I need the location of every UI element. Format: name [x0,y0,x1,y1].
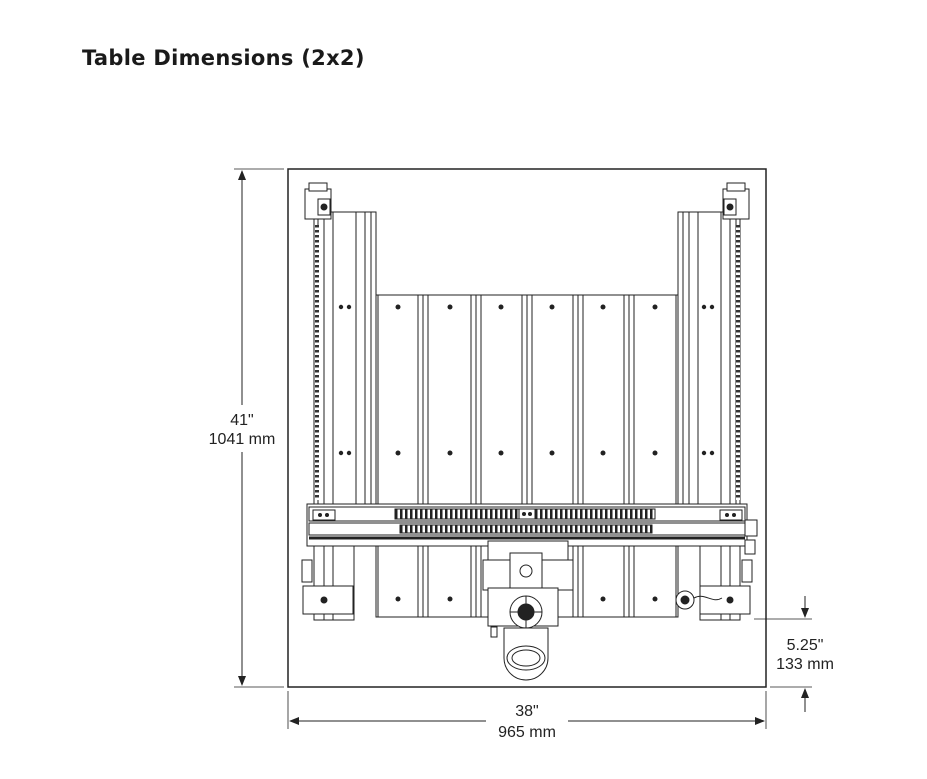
x-motor-bracket [675,539,756,610]
height-imperial-label: 41" [230,412,253,429]
gantry-holes [318,512,736,517]
x-gantry [306,503,758,547]
spindle-carriage [482,540,574,681]
overhang-dimension [754,596,812,712]
width-dimension [287,691,767,729]
overhang-imperial-label: 5.25" [787,637,824,654]
rail-mount-holes [338,304,715,456]
bed-screw-holes [395,304,658,602]
height-dimension [234,168,284,688]
right-idler-block [699,182,753,615]
overhang-metric-label: 133 mm [776,656,834,673]
width-metric-label: 965 mm [498,724,556,741]
height-metric-label: 1041 mm [209,431,276,448]
width-imperial-label: 38" [515,703,538,720]
page-title: Table Dimensions (2x2) [82,46,365,70]
left-idler-block [301,182,354,615]
left-y-rail [313,211,377,621]
right-y-rail [677,211,741,621]
